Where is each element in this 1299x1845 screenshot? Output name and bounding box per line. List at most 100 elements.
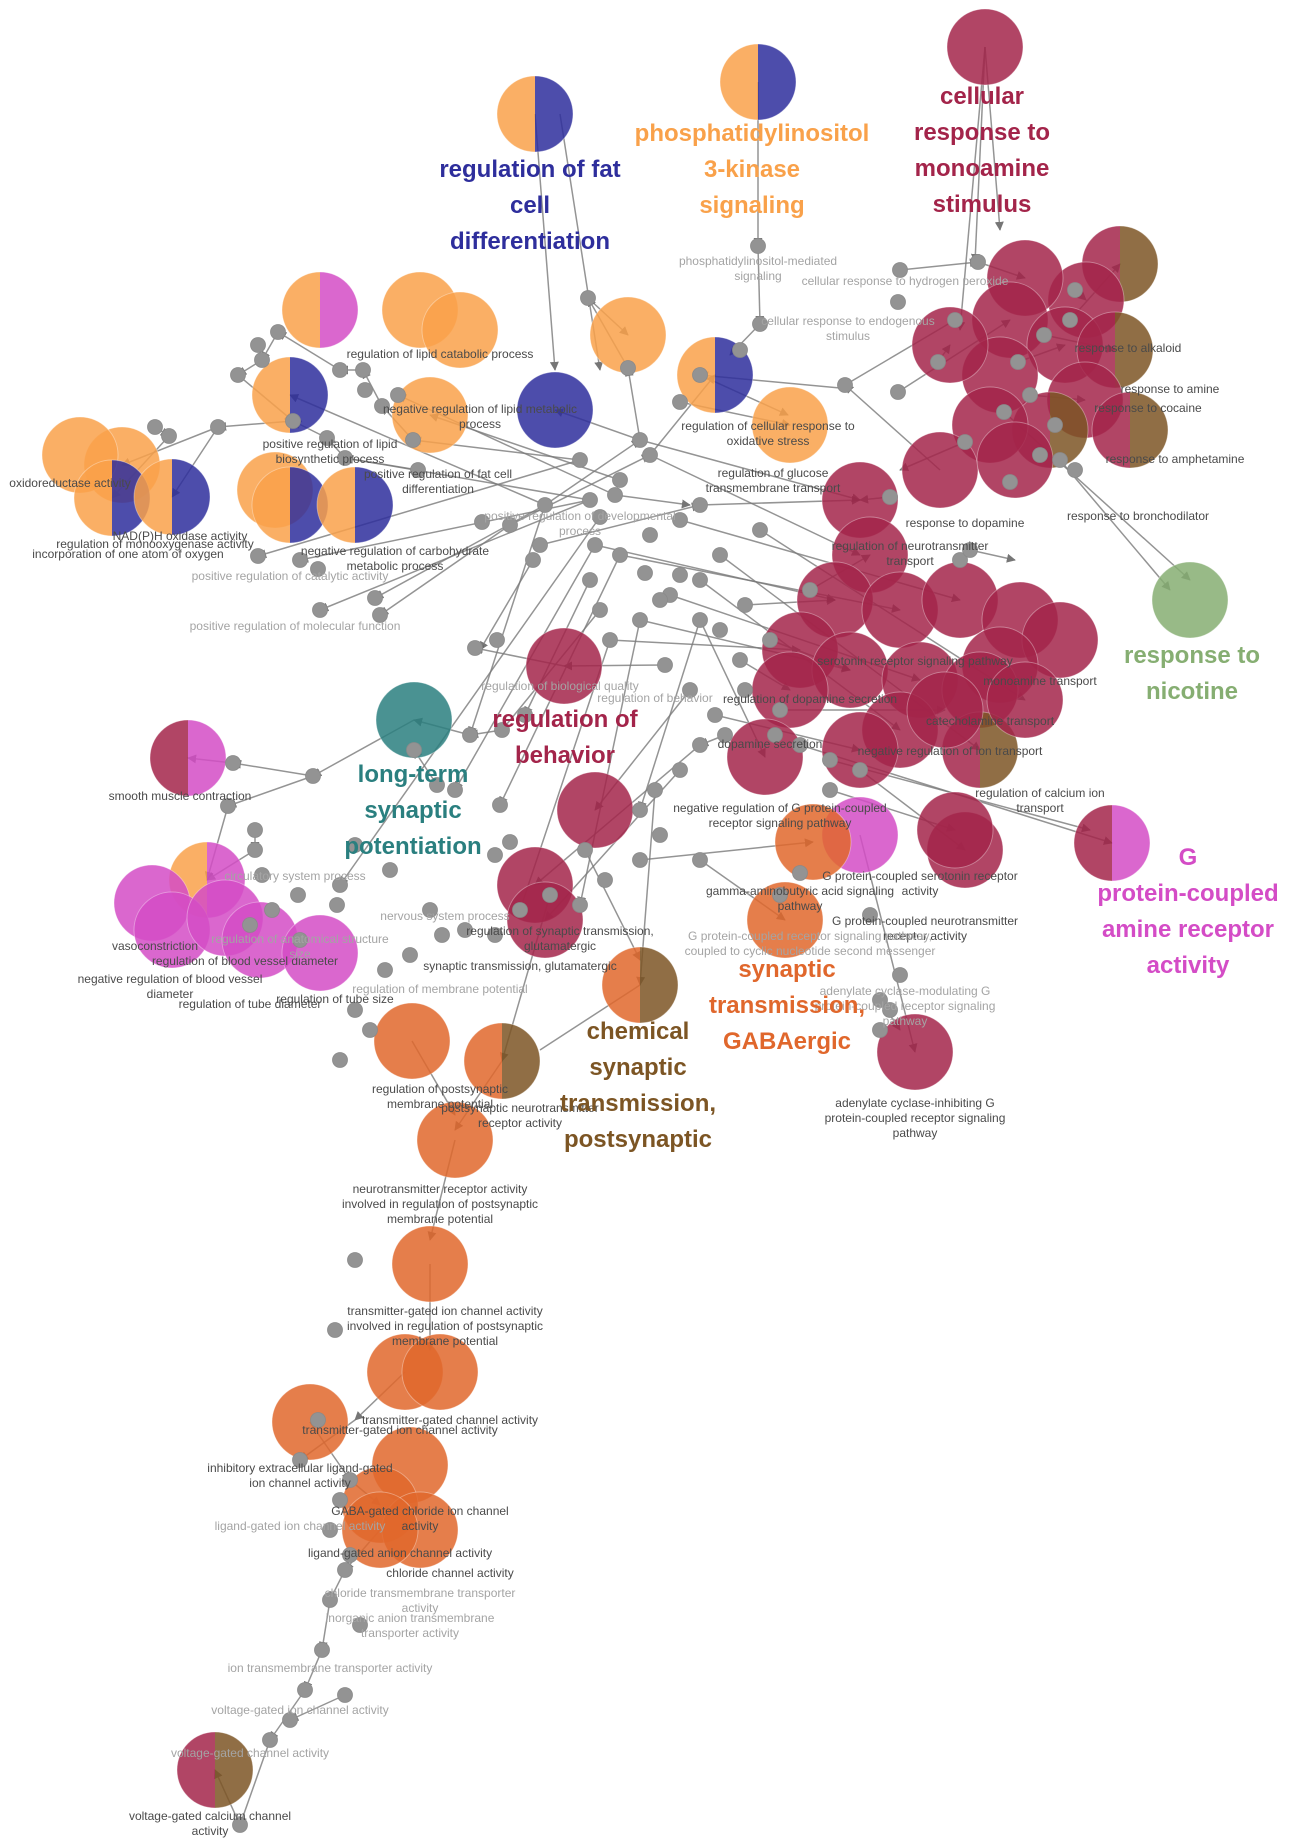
term-node[interactable] xyxy=(946,8,1024,86)
hub-node[interactable] xyxy=(620,360,636,376)
hub-node[interactable] xyxy=(290,887,306,903)
hub-node[interactable] xyxy=(672,762,688,778)
hub-node[interactable] xyxy=(772,887,788,903)
hub-node[interactable] xyxy=(332,362,348,378)
hub-node[interactable] xyxy=(367,590,383,606)
hub-node[interactable] xyxy=(372,607,388,623)
term-node[interactable] xyxy=(876,1013,954,1091)
hub-node[interactable] xyxy=(952,552,968,568)
term-node[interactable] xyxy=(133,458,211,536)
hub-node[interactable] xyxy=(767,727,783,743)
hub-node[interactable] xyxy=(882,1002,898,1018)
hub-node[interactable] xyxy=(892,262,908,278)
hub-node[interactable] xyxy=(352,1617,368,1633)
hub-node[interactable] xyxy=(890,384,906,400)
term-node[interactable] xyxy=(421,291,499,369)
hub-node[interactable] xyxy=(882,489,898,505)
hub-node[interactable] xyxy=(512,902,528,918)
hub-node[interactable] xyxy=(305,768,321,784)
term-node[interactable] xyxy=(719,43,797,121)
hub-node[interactable] xyxy=(362,1022,378,1038)
term-node[interactable] xyxy=(774,803,852,881)
hub-node[interactable] xyxy=(382,862,398,878)
hub-node[interactable] xyxy=(517,707,533,723)
hub-node[interactable] xyxy=(692,497,708,513)
hub-node[interactable] xyxy=(642,527,658,543)
hub-node[interactable] xyxy=(285,413,301,429)
hub-node[interactable] xyxy=(447,782,463,798)
hub-node[interactable] xyxy=(1010,354,1026,370)
hub-node[interactable] xyxy=(525,552,541,568)
hub-node[interactable] xyxy=(254,867,270,883)
hub-node[interactable] xyxy=(996,404,1012,420)
hub-node[interactable] xyxy=(537,497,553,513)
hub-node[interactable] xyxy=(750,238,766,254)
hub-node[interactable] xyxy=(732,652,748,668)
hub-node[interactable] xyxy=(332,1052,348,1068)
hub-node[interactable] xyxy=(707,707,723,723)
hub-node[interactable] xyxy=(1022,387,1038,403)
hub-node[interactable] xyxy=(792,865,808,881)
hub-node[interactable] xyxy=(532,537,548,553)
term-node[interactable] xyxy=(375,681,453,759)
hub-node[interactable] xyxy=(347,1002,363,1018)
hub-node[interactable] xyxy=(230,367,246,383)
term-node[interactable] xyxy=(316,466,394,544)
hub-node[interactable] xyxy=(572,452,588,468)
hub-node[interactable] xyxy=(270,324,286,340)
hub-node[interactable] xyxy=(1067,282,1083,298)
hub-node[interactable] xyxy=(262,1732,278,1748)
hub-node[interactable] xyxy=(225,755,241,771)
hub-node[interactable] xyxy=(647,782,663,798)
hub-node[interactable] xyxy=(347,837,363,853)
hub-node[interactable] xyxy=(250,337,266,353)
hub-node[interactable] xyxy=(457,922,473,938)
hub-node[interactable] xyxy=(692,852,708,868)
hub-node[interactable] xyxy=(332,1492,348,1508)
hub-node[interactable] xyxy=(462,727,478,743)
hub-node[interactable] xyxy=(487,847,503,863)
hub-node[interactable] xyxy=(161,428,177,444)
hub-node[interactable] xyxy=(587,537,603,553)
term-node[interactable] xyxy=(726,718,804,796)
hub-node[interactable] xyxy=(652,592,668,608)
hub-node[interactable] xyxy=(592,602,608,618)
hub-node[interactable] xyxy=(210,419,226,435)
term-node[interactable] xyxy=(556,771,634,849)
hub-node[interactable] xyxy=(822,752,838,768)
hub-node[interactable] xyxy=(467,640,483,656)
hub-node[interactable] xyxy=(692,737,708,753)
hub-node[interactable] xyxy=(970,254,986,270)
hub-node[interactable] xyxy=(402,947,418,963)
hub-node[interactable] xyxy=(872,992,888,1008)
term-node[interactable] xyxy=(391,1225,469,1303)
hub-node[interactable] xyxy=(254,352,270,368)
term-node[interactable] xyxy=(986,661,1064,739)
hub-node[interactable] xyxy=(792,737,808,753)
hub-node[interactable] xyxy=(322,1592,338,1608)
term-node[interactable] xyxy=(601,946,679,1024)
hub-node[interactable] xyxy=(292,552,308,568)
hub-node[interactable] xyxy=(582,572,598,588)
hub-node[interactable] xyxy=(292,932,308,948)
hub-node[interactable] xyxy=(712,622,728,638)
term-node[interactable] xyxy=(901,431,979,509)
hub-node[interactable] xyxy=(319,430,335,446)
term-node[interactable] xyxy=(401,1333,479,1411)
hub-node[interactable] xyxy=(597,872,613,888)
hub-node[interactable] xyxy=(377,962,393,978)
hub-node[interactable] xyxy=(292,1452,308,1468)
hub-node[interactable] xyxy=(752,522,768,538)
hub-node[interactable] xyxy=(322,1522,338,1538)
hub-node[interactable] xyxy=(612,547,628,563)
term-node[interactable] xyxy=(416,1101,494,1179)
hub-node[interactable] xyxy=(1002,474,1018,490)
hub-node[interactable] xyxy=(692,367,708,383)
hub-node[interactable] xyxy=(434,927,450,943)
hub-node[interactable] xyxy=(502,517,518,533)
hub-node[interactable] xyxy=(632,802,648,818)
term-node[interactable] xyxy=(1091,391,1169,469)
hub-node[interactable] xyxy=(892,967,908,983)
hub-node[interactable] xyxy=(692,572,708,588)
hub-node[interactable] xyxy=(1032,447,1048,463)
